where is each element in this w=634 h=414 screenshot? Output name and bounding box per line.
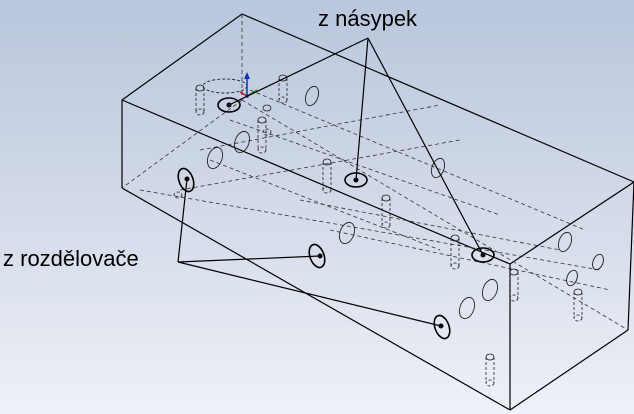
leader-distributor-1: [177, 178, 188, 263]
drilling-b: [257, 116, 267, 154]
side-right-edge: [627, 181, 634, 331]
front-bottom-edge: [121, 187, 511, 411]
leader-distributor-3: [177, 261, 442, 327]
hidden-edges: [121, 14, 629, 331]
drilling-d: [278, 74, 288, 104]
drilling-k: [173, 191, 183, 199]
small-drillings: [173, 74, 583, 387]
leader-distributor-2: [177, 255, 321, 263]
drilling-f: [381, 194, 391, 229]
side-bottom-edge: [509, 329, 629, 411]
origin-triad-icon: [239, 72, 258, 98]
top-face-edge: [121, 13, 634, 265]
hidden-bores: [202, 78, 604, 320]
leader-hopper-1: [228, 37, 369, 106]
label-from-distributor: z rozdělovače: [3, 246, 139, 271]
block-outline: [121, 13, 634, 411]
port-distributor-3: [433, 314, 451, 340]
drilling-e: [322, 158, 332, 194]
drilling-g: [450, 234, 460, 270]
label-from-hoppers: z násypek: [318, 6, 418, 31]
drilling-h: [509, 268, 519, 302]
drilling-a: [195, 84, 205, 116]
drilling-i: [573, 288, 583, 322]
marked-ports: [177, 97, 495, 340]
drilling-j: [485, 353, 495, 387]
leader-lines: [177, 37, 484, 327]
leader-hopper-2: [355, 37, 369, 181]
leader-hopper-3: [367, 37, 484, 256]
drilling-c: [262, 104, 272, 136]
